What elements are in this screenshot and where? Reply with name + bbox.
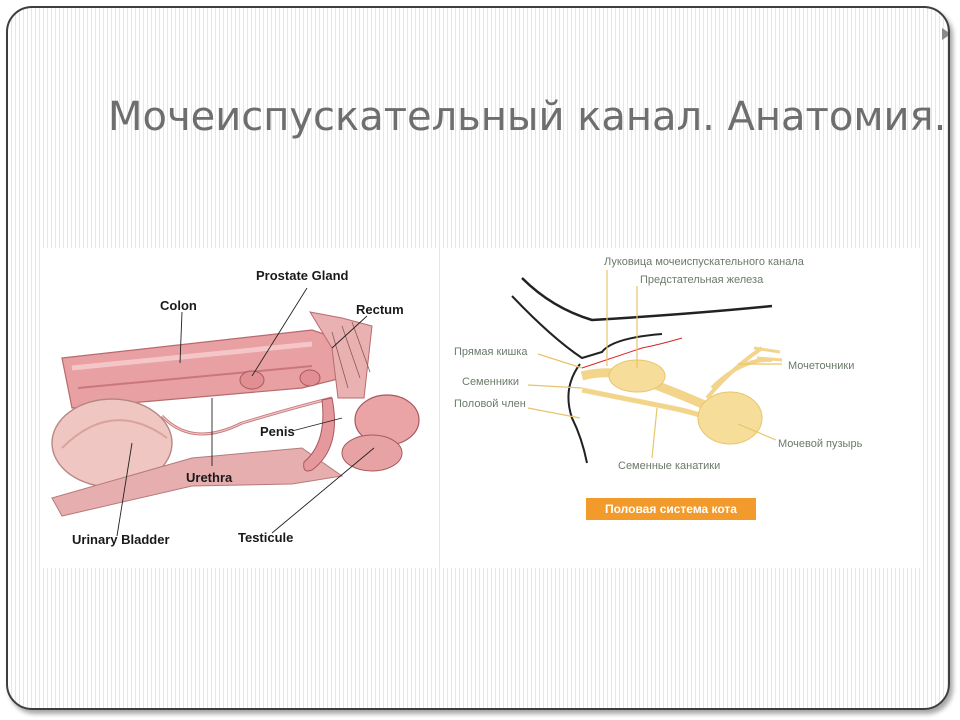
label-rectum-ru: Прямая кишка [454, 346, 528, 358]
label-prostate-ru: Предстательная железа [640, 274, 764, 286]
label-ducts-ru: Семенные канатики [618, 460, 721, 472]
slide: Мочеиспускательный канал. Анатомия. [6, 6, 950, 710]
label-urethra: Urethra [186, 470, 233, 485]
label-rectum: Rectum [356, 302, 404, 317]
corner-arrow-icon [942, 28, 948, 40]
label-urinary-bladder: Urinary Bladder [72, 532, 170, 547]
label-bladder-ru: Мочевой пузырь [778, 438, 863, 450]
anatomy-illustration-left [51, 287, 420, 537]
figure-caption-badge: Половая система кота [586, 498, 756, 520]
label-testicule: Testicule [238, 530, 294, 545]
label-penis: Penis [260, 424, 295, 439]
label-prostate-gland: Prostate Gland [256, 268, 349, 283]
anatomy-illustration-right [511, 270, 783, 464]
label-testes-ru: Семенники [462, 376, 519, 388]
label-colon: Colon [160, 298, 197, 313]
label-penis-ru: Половой член [454, 398, 526, 410]
anatomy-figure-english: Prostate Gland Colon Rectum Penis Urethr… [42, 248, 438, 568]
label-ureters-ru: Мочеточники [788, 360, 855, 372]
label-urethral-bulb: Луковица мочеиспускательного канала [604, 256, 804, 268]
slide-title: Мочеиспускательный канал. Анатомия. [108, 94, 947, 140]
anatomy-figure-russian: Луковица мочеиспускательного канала Пред… [442, 248, 920, 568]
